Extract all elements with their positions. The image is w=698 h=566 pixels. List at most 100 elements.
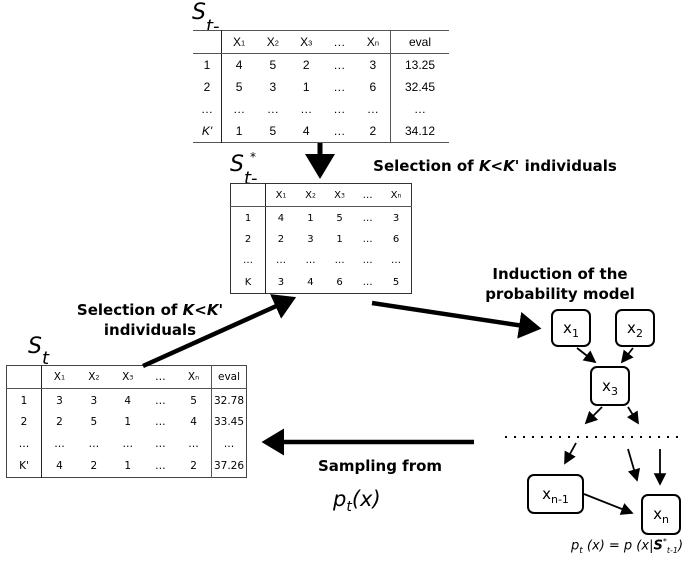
table-row: K' 1 5 4 … 2 34.12 (193, 119, 449, 143)
table-cell: 3 (307, 233, 314, 245)
column-header: eval (390, 30, 449, 55)
node-x1: x1 (551, 309, 591, 347)
model-formula: pt (x) = p (x|S*t-1) (571, 537, 684, 556)
row-index-cell: 2 (6, 411, 42, 434)
table-cell: … (155, 459, 166, 472)
table-cell: 32.45 (390, 76, 449, 99)
table-cell: 1 (336, 233, 343, 245)
row-index-cell: 2 (230, 228, 266, 251)
table-cell: 4 (302, 123, 310, 138)
table-cell: … (305, 255, 316, 267)
table-cell: … (390, 98, 449, 120)
column-header: Xn (381, 183, 412, 208)
table-cell: … (333, 123, 346, 138)
table-cell: 3 (277, 276, 285, 288)
table-cell: 5 (190, 394, 197, 407)
table-cell: … (88, 438, 100, 451)
table-cell: 1 (124, 416, 132, 429)
table-cell: 5 (336, 212, 343, 224)
arrow-induction (371, 300, 542, 339)
table-cell: 34.12 (390, 119, 449, 143)
sampling-formula: pt(x) (333, 487, 381, 516)
table-cell: … (362, 276, 373, 288)
edge-to-xn-1 (564, 442, 577, 465)
table-cell: 5 (392, 276, 400, 288)
column-header: Xn (355, 30, 391, 55)
node-x2: x2 (615, 309, 655, 347)
column-header: Xn (176, 365, 212, 390)
table-cell: 2 (277, 233, 285, 245)
table-cell: 1 (235, 123, 243, 138)
table-cell: 5 (235, 80, 243, 95)
row-index-cell: K' (193, 119, 222, 143)
table-cell: 4 (235, 58, 243, 73)
caption-induction: Induction of the probability model (485, 265, 635, 303)
column-header (6, 365, 42, 390)
table-cell: 13.25 (390, 53, 449, 77)
row-index-cell: K' (6, 454, 42, 478)
table-cell: 4 (56, 459, 63, 472)
arrow-select-up (142, 294, 297, 369)
table-row: ………………… (6, 433, 247, 455)
table-row: ……………… (230, 250, 412, 272)
table-cell: 1 (124, 459, 132, 472)
column-header: X1 (221, 30, 257, 55)
table-cell: 5 (269, 123, 277, 138)
table-cell: … (362, 255, 373, 267)
table-cell: 6 (336, 276, 343, 288)
table-cell: … (362, 233, 373, 245)
row-index-cell: 1 (230, 206, 266, 229)
row-index-cell: … (193, 98, 222, 120)
column-header: eval (211, 365, 247, 390)
table-cell: 3 (269, 80, 277, 95)
table-cell: 2 (190, 459, 197, 472)
table-cell: … (333, 58, 346, 73)
node-xn-1: xn-1 (527, 474, 584, 514)
edge-x3-down-right (626, 406, 639, 425)
table-cell: … (334, 255, 345, 267)
edge-xn-1-xn (583, 493, 634, 515)
table-cell: … (211, 433, 247, 455)
table-cell: 5 (90, 416, 98, 429)
table-cell: … (122, 438, 134, 451)
edge-x2-x3 (620, 347, 634, 364)
column-header: … (354, 183, 382, 208)
table-cell: 2 (369, 123, 377, 138)
table-cell: … (155, 416, 166, 429)
column-header: X2 (76, 365, 111, 390)
table-cell: … (54, 438, 65, 451)
table-cell: … (266, 102, 279, 117)
table-cell: 33.45 (211, 411, 247, 434)
column-header: … (144, 365, 177, 390)
column-header: X2 (256, 30, 290, 55)
table-cell: … (155, 438, 166, 451)
table-cell: 2 (90, 459, 98, 472)
row-index-cell: 1 (6, 388, 42, 412)
row-index-cell: 2 (193, 76, 222, 99)
table-cell: 4 (190, 416, 197, 429)
column-header: … (322, 30, 356, 55)
table-cell: … (391, 255, 402, 267)
table-cell: … (333, 80, 346, 95)
column-header: X3 (110, 365, 145, 390)
node-xn: xn (641, 494, 681, 535)
table-cell: … (188, 438, 199, 451)
table-cell: … (233, 102, 246, 117)
table-cell: 32.78 (211, 388, 247, 412)
table-cell: 1 (302, 80, 310, 95)
edge-to-xn-a (627, 448, 641, 482)
column-header: X2 (295, 183, 326, 208)
column-header: X1 (41, 365, 77, 390)
caption-selection-left: Selection of K<K' individuals (76, 301, 224, 339)
caption-selection-top: Selection of K<K' individuals (373, 157, 617, 175)
table-cell: … (362, 212, 373, 224)
table-cell: 6 (369, 80, 377, 95)
